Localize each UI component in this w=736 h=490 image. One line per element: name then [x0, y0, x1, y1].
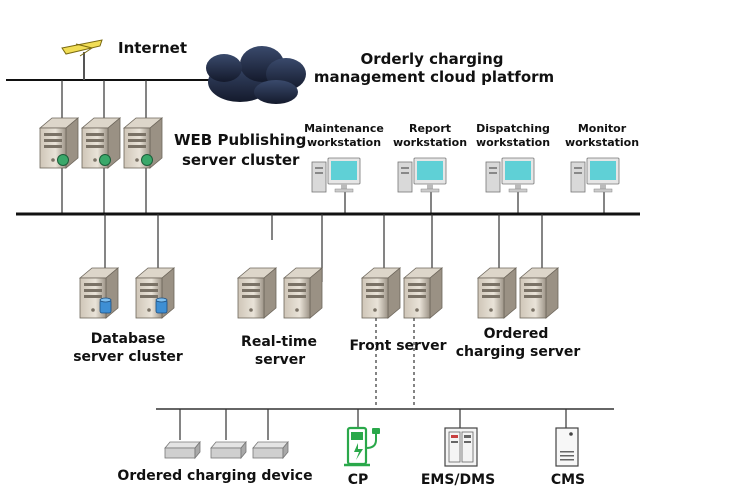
charging-device-1 [164, 441, 201, 459]
monitor-workstation [570, 157, 620, 193]
ordered-label-2: charging server [456, 344, 581, 360]
database-label-2: server cluster [73, 349, 183, 365]
cms-server-icon [555, 427, 579, 467]
front-server-label: Front server [350, 338, 447, 354]
charging-pile-icon [344, 426, 380, 467]
globe-icon-1 [57, 154, 69, 166]
dispatching-workstation [485, 157, 535, 193]
charging-device-3 [252, 441, 289, 459]
realtime-label-2: server [255, 352, 305, 368]
front-server-2 [403, 267, 443, 319]
database-server-2 [135, 267, 175, 319]
ordered-server-1 [477, 267, 517, 319]
globe-icon-3 [141, 154, 153, 166]
database-server-1 [79, 267, 119, 319]
cms-label: CMS [551, 472, 585, 488]
web-cluster-label-2: server cluster [182, 151, 300, 169]
charging-device-label: Ordered charging device [117, 468, 312, 484]
report-workstation [397, 157, 447, 193]
globe-icon-2 [99, 154, 111, 166]
cloud-icon [206, 46, 306, 104]
cp-label: CP [348, 472, 369, 488]
charging-device-2 [210, 441, 247, 459]
cloud-platform-label-1: Orderly charging [361, 50, 504, 68]
ems-dms-label: EMS/DMS [421, 472, 495, 488]
ordered-label-1: Ordered [484, 326, 549, 342]
monitor-label-2: workstation [565, 136, 639, 149]
maintenance-label-2: workstation [307, 136, 381, 149]
realtime-server-2 [283, 267, 323, 319]
web-cluster-label-1: WEB Publishing [174, 131, 306, 149]
ems-cabinet-icon [444, 427, 478, 467]
realtime-server-1 [237, 267, 277, 319]
dispatching-label-1: Dispatching [476, 122, 550, 135]
ordered-server-2 [519, 267, 559, 319]
internet-label: Internet [118, 39, 187, 57]
cloud-platform-label-2: management cloud platform [314, 68, 554, 86]
maintenance-label-1: Maintenance [304, 122, 384, 135]
database-icon-2 [155, 297, 168, 314]
report-label-2: workstation [393, 136, 467, 149]
report-label-1: Report [409, 122, 451, 135]
database-label-1: Database [91, 331, 166, 347]
antenna-icon [61, 39, 103, 80]
monitor-label-1: Monitor [578, 122, 627, 135]
front-server-1 [361, 267, 401, 319]
database-icon-1 [99, 297, 112, 314]
dispatching-label-2: workstation [476, 136, 550, 149]
realtime-label-1: Real-time [241, 334, 317, 350]
maintenance-workstation [311, 157, 361, 193]
